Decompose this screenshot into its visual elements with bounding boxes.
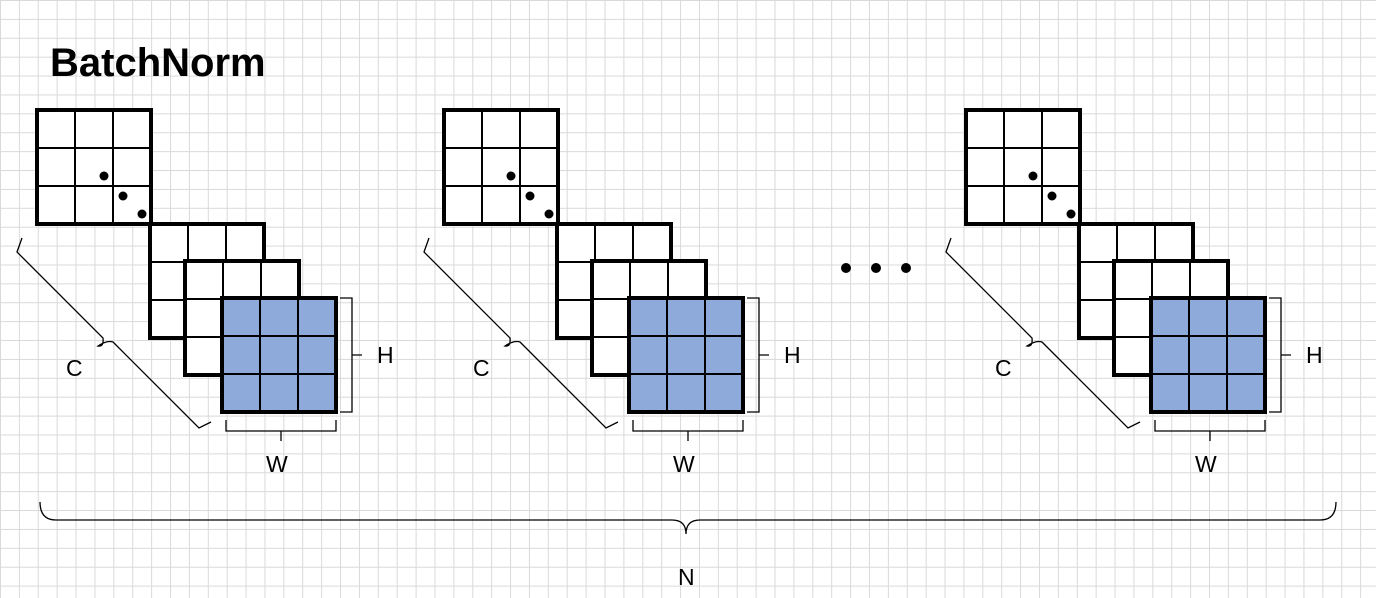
width-brace xyxy=(1154,420,1266,441)
channel-brace xyxy=(16,237,212,429)
plane-border xyxy=(442,108,560,226)
channel-ellipsis-dot xyxy=(137,209,147,219)
between-samples-ellipsis xyxy=(841,263,911,273)
batch-label: N xyxy=(678,564,695,590)
batch-brace xyxy=(39,501,1337,535)
width-label: W xyxy=(266,451,288,477)
width-label: W xyxy=(673,451,695,477)
sample-stack: C H W xyxy=(945,108,1323,477)
sample-stack: C H W xyxy=(16,108,394,477)
sample-stack: C H W xyxy=(423,108,801,477)
samples-group: C H W C H W C H W xyxy=(16,108,1323,477)
channel-plane xyxy=(964,108,1082,226)
channel-ellipsis-dot xyxy=(506,171,516,181)
plane-border xyxy=(1149,296,1267,414)
channel-label: C xyxy=(473,355,490,381)
channel-label: C xyxy=(66,355,83,381)
front-channel-plane xyxy=(627,296,745,414)
height-label: H xyxy=(1306,342,1323,368)
channel-label: C xyxy=(995,355,1012,381)
ellipsis-dot xyxy=(871,263,881,273)
ellipsis-dot xyxy=(901,263,911,273)
ellipsis-dot xyxy=(841,263,851,273)
height-brace xyxy=(340,297,362,413)
plane-background xyxy=(37,110,151,224)
channel-plane xyxy=(35,108,153,226)
channel-ellipsis-dot xyxy=(544,209,554,219)
width-brace xyxy=(225,420,337,441)
channel-ellipsis-dot xyxy=(99,171,109,181)
channel-brace xyxy=(423,237,619,429)
diagram-title: BatchNorm xyxy=(50,41,266,85)
channel-ellipsis-dot xyxy=(118,191,128,201)
plane-background xyxy=(444,110,558,224)
plane-border xyxy=(627,296,745,414)
plane-background xyxy=(222,298,336,412)
plane-background xyxy=(1151,298,1265,412)
channel-plane xyxy=(442,108,560,226)
front-channel-plane xyxy=(220,296,338,414)
height-label: H xyxy=(784,342,801,368)
channel-ellipsis-dot xyxy=(1028,171,1038,181)
plane-background xyxy=(966,110,1080,224)
plane-border xyxy=(220,296,338,414)
width-label: W xyxy=(1195,451,1217,477)
front-channel-plane xyxy=(1149,296,1267,414)
channel-ellipsis-dot xyxy=(1047,191,1057,201)
height-brace xyxy=(1269,297,1291,413)
plane-background xyxy=(629,298,743,412)
channel-brace xyxy=(945,237,1141,429)
width-brace xyxy=(632,420,744,441)
plane-border xyxy=(964,108,1082,226)
channel-ellipsis-dot xyxy=(1066,209,1076,219)
channel-ellipsis-dot xyxy=(525,191,535,201)
plane-border xyxy=(35,108,153,226)
height-brace xyxy=(747,297,769,413)
height-label: H xyxy=(377,342,394,368)
